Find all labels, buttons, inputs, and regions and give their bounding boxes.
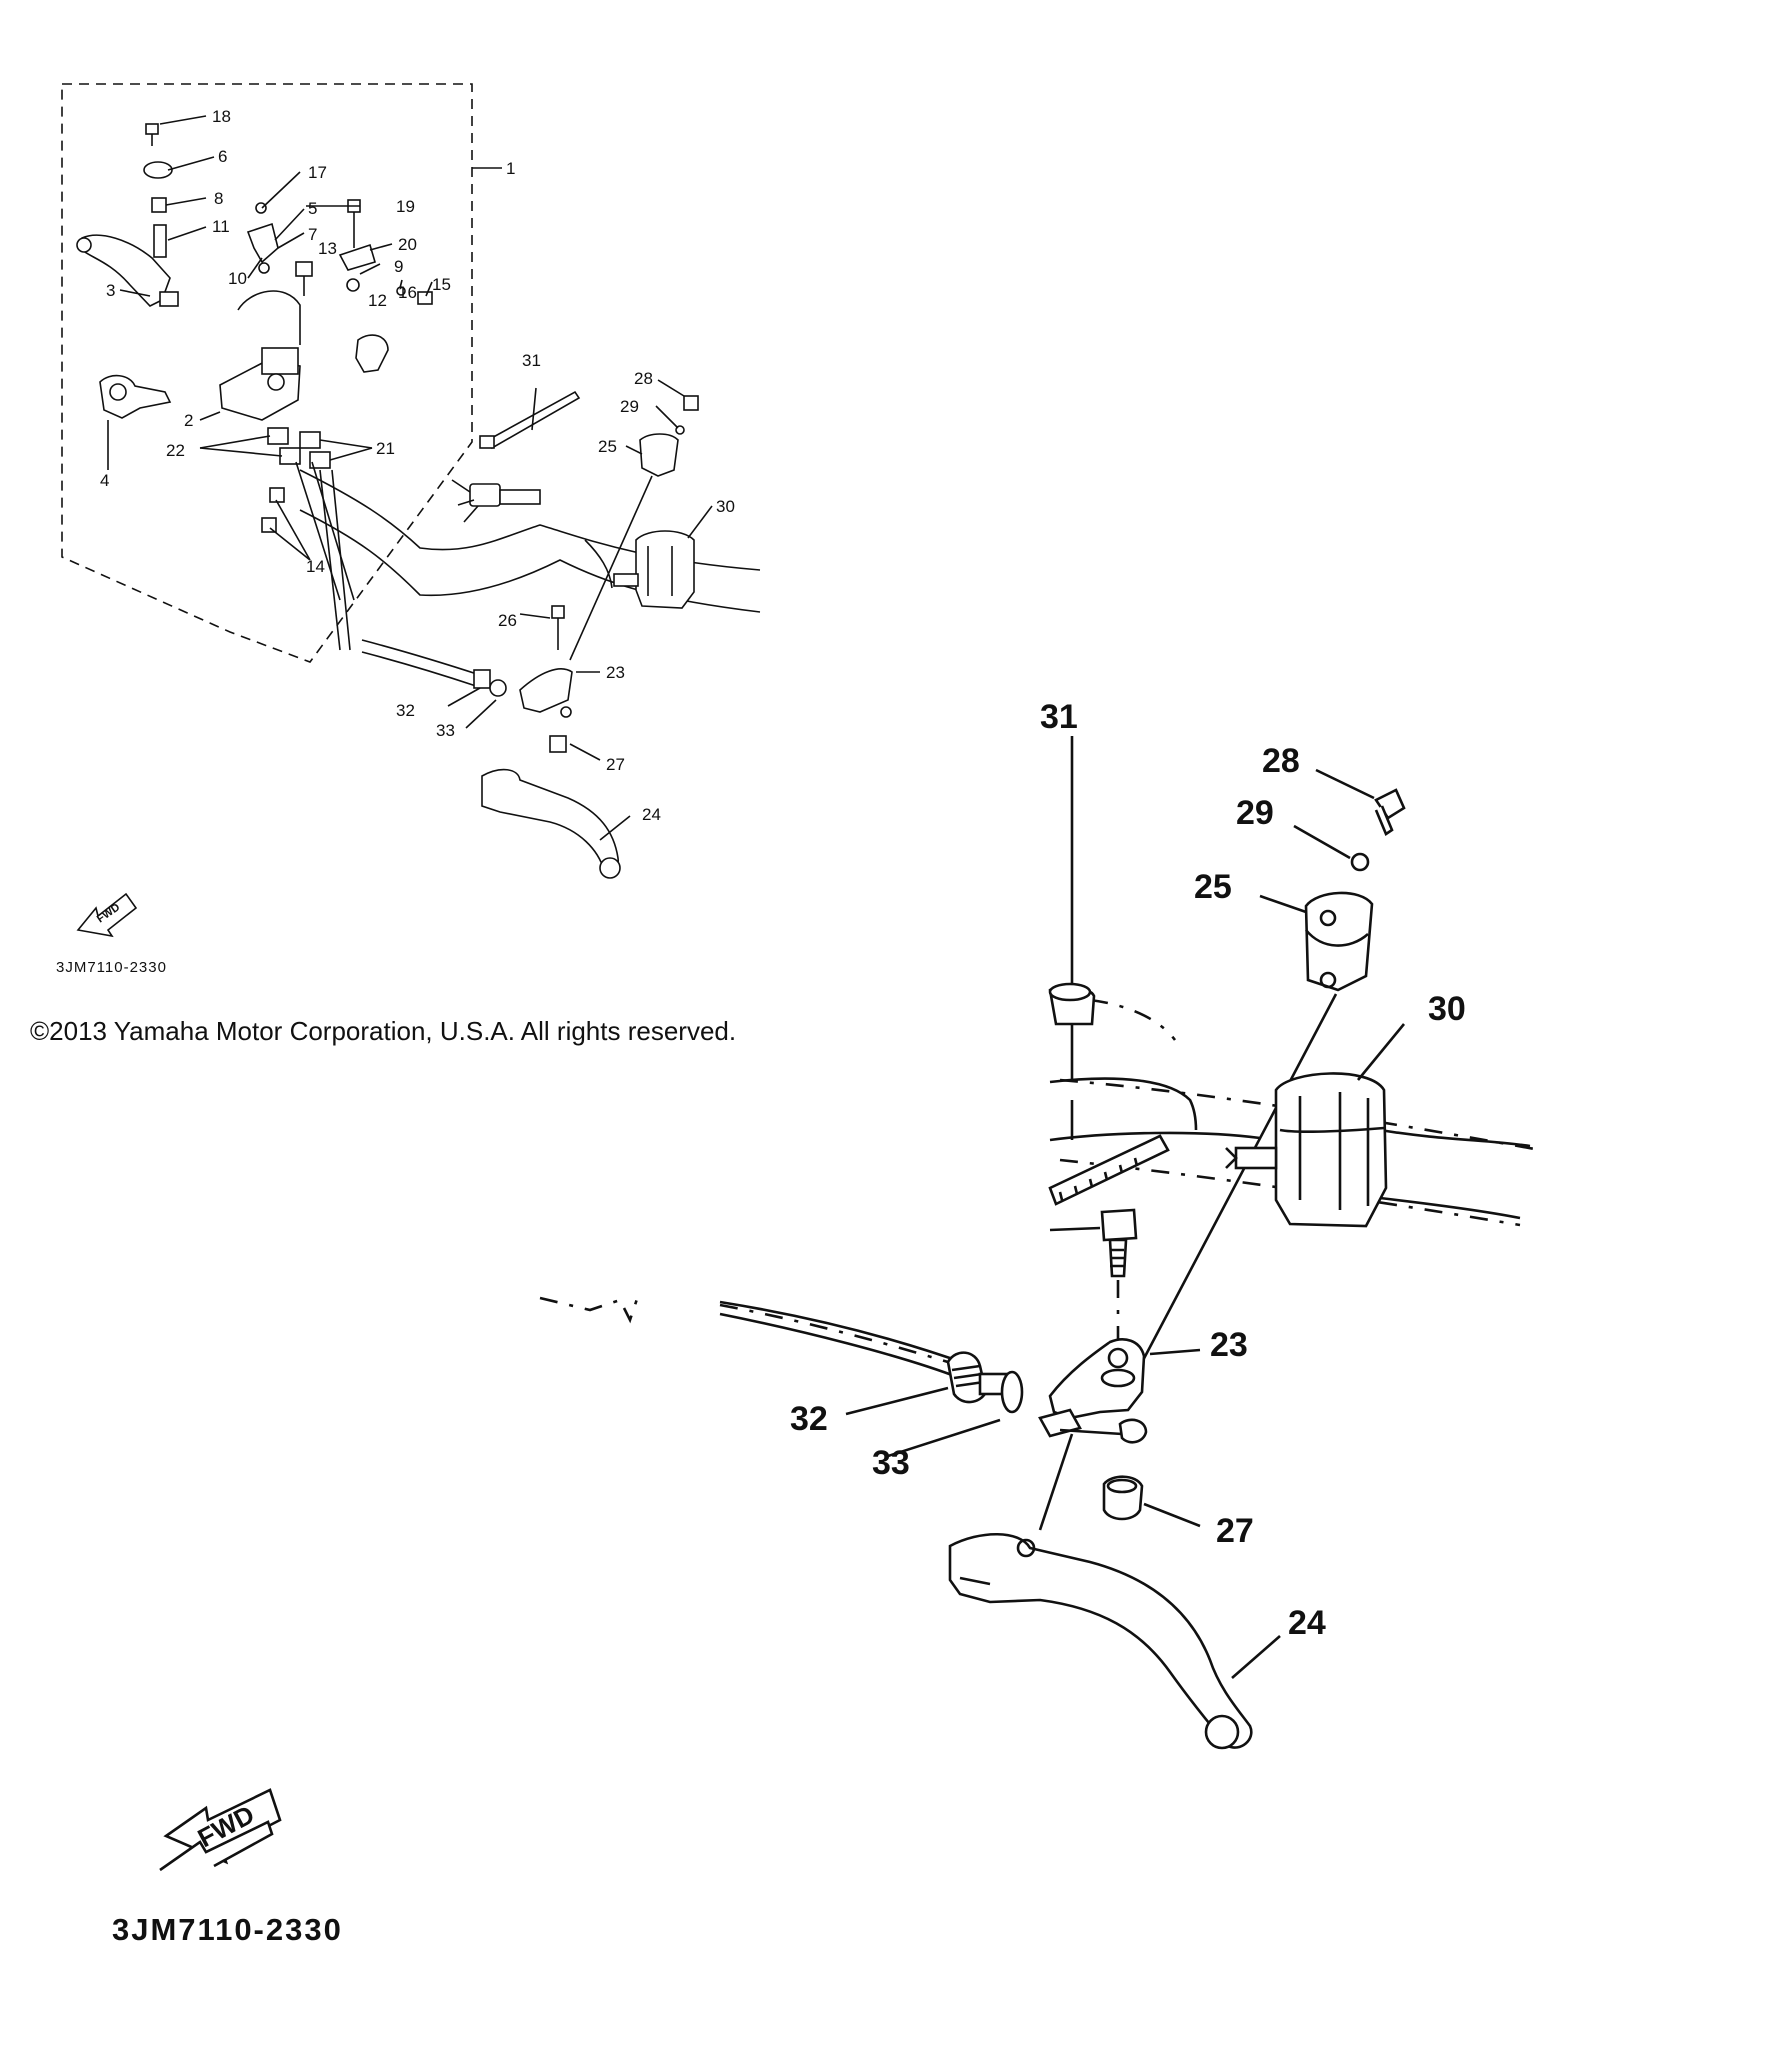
callout-20: 20	[398, 235, 417, 254]
callout-12: 12	[368, 291, 387, 310]
small-hardware	[143, 123, 433, 373]
callout-6: 6	[218, 147, 227, 166]
callout-4: 4	[100, 471, 109, 490]
callout-11: 11	[212, 217, 230, 236]
callout-19: 19	[396, 197, 415, 216]
callout-9: 9	[394, 257, 403, 276]
callout-large-31: 31	[1040, 698, 1078, 736]
clamp-25-small	[569, 395, 699, 661]
overview-diagram: 18 6 17 8 5 19 11 7 13 20 10 9 16 15 3 1…	[56, 83, 761, 976]
callout-large-23: 23	[1210, 1326, 1248, 1364]
bolt-26-large	[1049, 1208, 1138, 1340]
callout-33: 33	[436, 721, 455, 740]
callout-10: 10	[228, 269, 247, 288]
detail-diagram: 31 28 29 25 30 23 32 33 27 24 FWD 3JM711…	[112, 698, 1541, 1947]
callout-32: 32	[396, 701, 415, 720]
callout-14: 14	[306, 557, 325, 576]
callout-13: 13	[318, 239, 337, 258]
callout-16: 16	[398, 283, 417, 302]
callout-30: 30	[716, 497, 735, 516]
callout-large-32: 32	[790, 1400, 828, 1438]
leader-lines-small	[107, 115, 713, 841]
callout-large-24: 24	[1288, 1604, 1326, 1642]
callout-24: 24	[642, 805, 661, 824]
diagram-code-large: 3JM7110-2330	[112, 1912, 343, 1947]
connector-stub-large	[1048, 982, 1096, 1026]
callout-25: 25	[598, 437, 617, 456]
callout-3: 3	[106, 281, 115, 300]
callout-28: 28	[634, 369, 653, 388]
callout-8: 8	[214, 189, 223, 208]
lever-holder-body	[219, 290, 301, 421]
callout-21: 21	[376, 439, 395, 458]
copyright-text: ©2013 Yamaha Motor Corporation, U.S.A. A…	[30, 1016, 736, 1046]
callout-5: 5	[308, 199, 317, 218]
callout-31: 31	[522, 351, 541, 370]
brake-lever-small	[481, 768, 621, 879]
callout-17: 17	[308, 163, 327, 182]
cable-assembly-small	[361, 605, 573, 753]
screw-28-large	[1293, 768, 1406, 872]
fwd-arrow-small-icon: FWD	[76, 892, 138, 938]
nut-27-large	[1038, 1433, 1201, 1531]
callout-large-25: 25	[1194, 868, 1232, 906]
callout-1: 1	[506, 159, 515, 178]
lever-bracket	[99, 374, 172, 419]
callout-2: 2	[184, 411, 193, 430]
hose-fittings	[261, 427, 355, 651]
callout-23: 23	[606, 663, 625, 682]
assembly-boundary	[61, 83, 473, 663]
callout-22: 22	[166, 441, 185, 460]
callouts-small: 18 6 17 8 5 19 11 7 13 20 10 9 16 15 3 1…	[100, 107, 735, 824]
switch-housing-small	[613, 530, 695, 609]
cable-tie	[479, 390, 581, 450]
callout-large-29: 29	[1236, 794, 1274, 832]
callout-large-28: 28	[1262, 742, 1300, 780]
lever-holder-23-large	[1038, 1338, 1201, 1444]
callout-15: 15	[432, 275, 451, 294]
callout-large-27: 27	[1216, 1512, 1254, 1550]
callout-large-33: 33	[872, 1444, 910, 1482]
callouts-large: 31 28 29 25 30 23 32 33 27 24	[790, 698, 1466, 1642]
callout-18: 18	[212, 107, 231, 126]
handlebar-large	[719, 1077, 1531, 1380]
brake-lever-large	[948, 1532, 1281, 1750]
fwd-arrow-large-icon: FWD	[159, 1788, 282, 1872]
callout-large-30: 30	[1428, 990, 1466, 1028]
callout-29: 29	[620, 397, 639, 416]
wire-connector	[451, 479, 541, 523]
callout-7: 7	[308, 225, 317, 244]
clamp-25-large	[1118, 891, 1374, 1405]
callout-27: 27	[606, 755, 625, 774]
switch-housing-large	[1225, 1023, 1406, 1228]
cable-adjuster-large	[845, 1351, 1024, 1458]
diagram-code-small: 3JM7110-2330	[56, 959, 167, 976]
callout-26: 26	[498, 611, 517, 630]
